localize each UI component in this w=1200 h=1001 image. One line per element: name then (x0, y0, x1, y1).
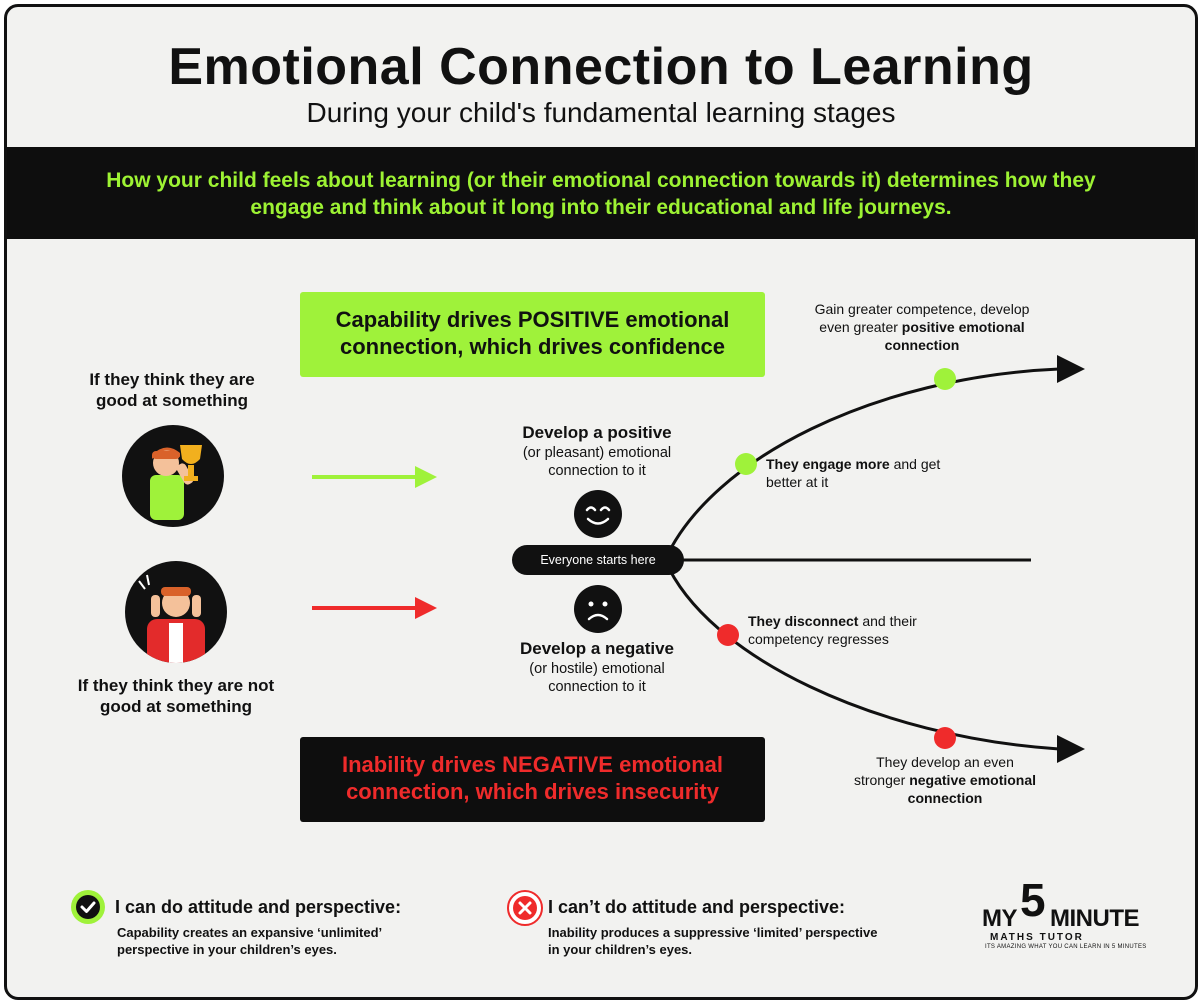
negative-box: Inability drives NEGATIVE emotional conn… (300, 737, 765, 822)
frown-face-icon (574, 585, 622, 633)
cant-do-heading: I can’t do attitude and perspective: (548, 897, 846, 917)
stronger-label-text: They develop an even stronger (853, 754, 1014, 788)
stronger-label: They develop an even stronger negative e… (852, 753, 1038, 807)
not-good-at-label: If they think they are not good at somet… (77, 676, 275, 716)
lower-arrow-head (1057, 735, 1085, 763)
can-do-heading: I can do attitude and perspective: (115, 897, 402, 917)
trophy-child-icon (122, 425, 224, 527)
logo-minute: MINUTE (1050, 905, 1140, 932)
disconnect-dot (717, 624, 739, 646)
page-subtitle: During your child's fundamental learning… (306, 97, 896, 128)
red-arrow-head (415, 597, 437, 619)
intro-banner: How your child feels about learning (or … (7, 147, 1195, 239)
engage-label-text: and get better at it (766, 456, 941, 490)
logo-my: MY (982, 905, 1018, 932)
positive-box-text: Capability drives POSITIVE emotional con… (335, 307, 730, 359)
positive-subtext: (or pleasant) emotional connection to it (522, 445, 672, 479)
lower-branch-curve (663, 559, 1060, 751)
negative-heading: Develop a negative (519, 639, 674, 658)
branch-diagram (312, 355, 1085, 763)
gain-label: Gain greater competence, develop even gr… (802, 300, 1042, 354)
positive-heading: Develop a positive (522, 423, 672, 442)
cant-do-text: Inability produces a suppressive ‘limite… (548, 925, 878, 957)
gain-label-bold: positive emotional connection (884, 319, 1025, 353)
logo-five: 5 (1020, 874, 1046, 926)
engage-dot (735, 453, 757, 475)
can-do-text: Capability creates an expansive ‘unlimit… (117, 925, 382, 957)
negative-box-text: Inability drives NEGATIVE emotional conn… (341, 752, 723, 804)
engage-label-bold: They engage more (766, 456, 890, 472)
stronger-dot (934, 727, 956, 749)
engage-label: They engage more and get better at it (766, 455, 946, 491)
gain-dot (934, 368, 956, 390)
start-pill: Everyone starts here (512, 545, 684, 575)
green-arrow-head (415, 466, 437, 488)
gain-label-text: Gain greater competence, develop even gr… (814, 301, 1030, 335)
positive-box: Capability drives POSITIVE emotional con… (300, 292, 765, 377)
negative-subtext: (or hostile) emotional connection to it (529, 661, 665, 695)
infographic-frame: Emotional Connection to Learning During … (4, 4, 1198, 1000)
smile-face-icon (574, 490, 622, 538)
worried-child-icon (125, 561, 227, 663)
disconnect-label-bold: They disconnect (748, 613, 859, 629)
good-at-label: If they think they are good at something (89, 370, 255, 410)
stronger-label-bold: negative emotional connection (907, 772, 1037, 806)
cross-icon (507, 890, 543, 926)
page-title: Emotional Connection to Learning (168, 38, 1034, 96)
brand-logo: MY 5 MINUTE MATHS TUTOR ITS AMAZING WHAT… (982, 877, 1172, 957)
intro-banner-text: How your child feels about learning (or … (106, 169, 1096, 219)
logo-tagline: ITS AMAZING WHAT YOU CAN LEARN IN 5 MINU… (985, 944, 1147, 950)
check-icon (71, 890, 105, 924)
logo-subtitle: MATHS TUTOR (990, 932, 1084, 943)
upper-arrow-head (1057, 355, 1085, 383)
disconnect-label: They disconnect and their competency reg… (748, 612, 963, 648)
disconnect-label-text: and their competency regresses (748, 613, 917, 647)
upper-branch-curve (663, 367, 1060, 561)
